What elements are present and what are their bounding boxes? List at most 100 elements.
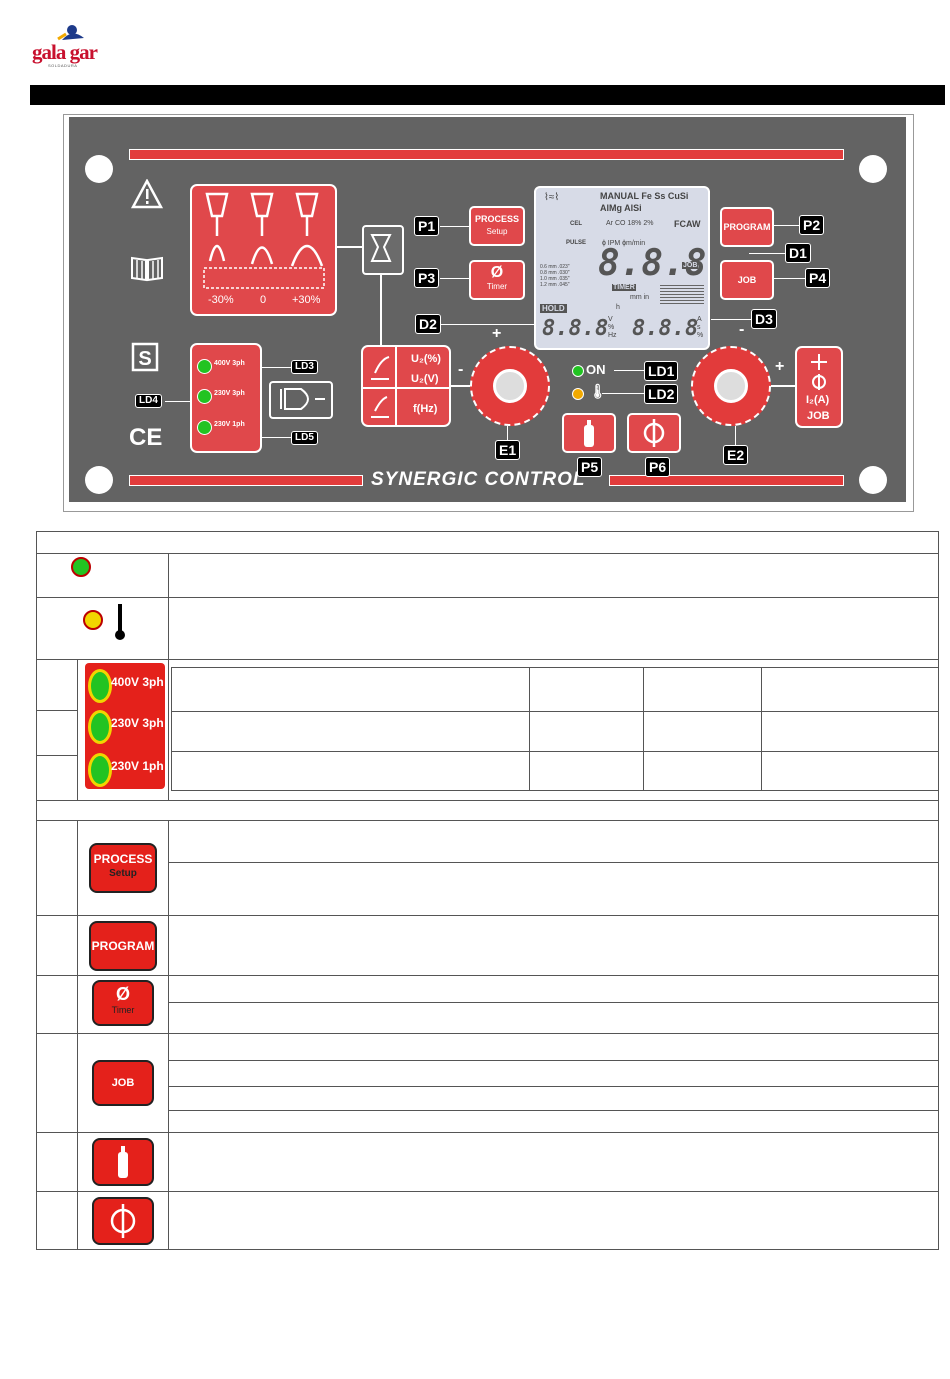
- mains-led-icon: 400V 3ph 230V 3ph 230V 1ph: [85, 663, 165, 789]
- mains-subtable: [171, 666, 939, 792]
- led-400v-3ph: [197, 359, 212, 374]
- table-row: [36, 800, 939, 821]
- table-row: PROCESS Setup: [36, 820, 939, 916]
- table-cell: [36, 1033, 78, 1133]
- wire-feed-icon: [110, 1204, 136, 1238]
- table-row: JOB: [36, 1033, 939, 1133]
- wire-inch-button[interactable]: [627, 413, 681, 453]
- voltage-parameter-block: U₂(%) U₂(V) f(Hz): [361, 345, 451, 427]
- table-cell: [168, 1060, 939, 1087]
- connector-line: [771, 385, 795, 387]
- ce-mark-icon: CE: [129, 424, 162, 449]
- mains-230v3-label: 230V 3ph: [111, 716, 164, 730]
- program-button[interactable]: PROGRAM: [720, 207, 774, 247]
- callout-line: [749, 253, 785, 254]
- lcd-bargraph: [660, 285, 704, 305]
- torch-mode-icon: [362, 225, 404, 275]
- mains-voltage-block: 400V 3ph 230V 3ph 230V 1ph: [190, 343, 262, 453]
- table-row: 400V 3ph 230V 3ph 230V 1ph: [36, 659, 939, 801]
- process-label: PROCESS: [474, 214, 519, 224]
- connector-line: [451, 385, 471, 387]
- lcd-display: ⌇≈⌇ MANUAL Fe Ss CuSi AlMg AlSi CEL Ar C…: [534, 186, 710, 350]
- table-cell: [168, 975, 939, 1003]
- encoder-e2[interactable]: [691, 346, 771, 426]
- table-row: [37, 862, 939, 916]
- table-cell: [36, 755, 78, 801]
- u2-volt-label: U₂(V): [411, 373, 439, 385]
- wire-feed-icon: [643, 419, 665, 447]
- table-cell: [761, 666, 939, 713]
- lcd-right-digits: 8.8.8: [632, 316, 699, 341]
- logo-tagline: SOLDADURA: [48, 63, 78, 68]
- control-panel: SYNERGIC CONTROL S CE -30% 0 +30%: [69, 117, 906, 502]
- setup-label: Setup: [486, 227, 508, 236]
- callout-p4: P4: [805, 268, 831, 288]
- mains-230v1-label: 230V 1ph: [111, 759, 164, 773]
- top-stripe: [129, 149, 844, 160]
- lcd-gas: Ar CO 18% 2%: [606, 220, 654, 227]
- callout-line: [774, 225, 799, 226]
- table-cell: [168, 553, 939, 598]
- table-cell: [761, 711, 939, 752]
- table-cell: [168, 820, 939, 863]
- table-cell: [36, 1132, 78, 1192]
- lcd-right-units: A s %: [697, 316, 703, 340]
- lcd-wire-size: 0.8 mm .030": [540, 270, 570, 276]
- callout-line: [440, 226, 469, 227]
- table-row: [171, 711, 939, 752]
- wire-symbols-icon: [811, 354, 827, 390]
- callout-line: [735, 426, 736, 445]
- icon-process-label: PROCESS: [93, 852, 153, 866]
- lcd-h: h: [616, 304, 620, 311]
- table-cell: [168, 915, 939, 976]
- table-cell: [77, 1132, 169, 1192]
- table-cell: [643, 711, 762, 752]
- table-row: [36, 553, 939, 598]
- wire-scale-plus: +30%: [292, 294, 321, 306]
- thermometer-icon: [115, 604, 125, 640]
- thermometer-icon: 🌡: [589, 383, 607, 399]
- table-cell: [168, 1110, 939, 1133]
- diameter-timer-button[interactable]: Ø Timer: [469, 260, 525, 300]
- table-cell: PROCESS Setup: [77, 820, 169, 916]
- callout-line: [165, 401, 190, 402]
- table-row: [37, 1110, 939, 1133]
- table-cell: 400V 3ph 230V 3ph 230V 1ph: [77, 659, 169, 801]
- wire-scale-minus: -30%: [208, 294, 234, 306]
- job-button[interactable]: JOB: [720, 260, 774, 300]
- table-cell: PROGRAM: [77, 915, 169, 976]
- welder-icon: [57, 25, 84, 41]
- table-cell: [168, 659, 939, 801]
- encoder-e1[interactable]: [470, 346, 550, 426]
- job-icon: JOB: [92, 1060, 154, 1106]
- table-cell: [36, 531, 939, 554]
- gas-test-button[interactable]: [562, 413, 616, 453]
- table-row: Ø Timer: [36, 975, 939, 1034]
- lcd-units-mm-in: mm in: [630, 294, 650, 301]
- process-setup-button[interactable]: PROCESS Setup: [469, 206, 525, 246]
- table-row: [36, 1191, 939, 1250]
- table-row: [36, 597, 939, 660]
- on-label: ON: [586, 362, 606, 377]
- callout-p3: P3: [414, 268, 440, 288]
- svg-text:CE: CE: [129, 424, 162, 449]
- lcd-left-digits: 8.8.8: [542, 316, 609, 341]
- connector-line: [380, 273, 382, 345]
- led-400v-icon: [88, 669, 112, 703]
- lcd-wire-size: 1.2 mm .045": [540, 282, 570, 288]
- lcd-unit: V: [608, 316, 613, 323]
- pulse-torch-icon: [371, 396, 389, 418]
- callout-ld3: LD3: [291, 360, 318, 374]
- callout-p1: P1: [414, 216, 440, 236]
- gas-test-icon: [92, 1138, 154, 1186]
- header-bar: [30, 85, 945, 105]
- lcd-unit: A: [697, 316, 702, 323]
- e2-minus: -: [739, 321, 745, 338]
- table-cell: [168, 1191, 939, 1250]
- table-row: [36, 755, 939, 801]
- table-cell: [168, 1086, 939, 1111]
- e1-plus: +: [492, 325, 502, 342]
- callout-e2: E2: [723, 445, 749, 465]
- lcd-unit: %: [608, 324, 615, 331]
- icon-timer-label: Timer: [111, 1005, 135, 1015]
